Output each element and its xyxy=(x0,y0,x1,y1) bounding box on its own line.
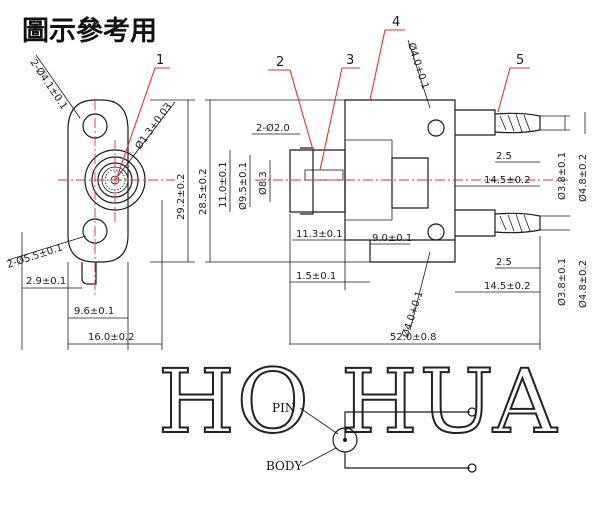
dim-25b: 2.5 xyxy=(496,257,512,268)
side-hole-top xyxy=(427,119,445,137)
leader-2 xyxy=(268,69,314,151)
dim-20: 2-Ø2.0 xyxy=(256,122,290,134)
dim-pitch-292: 29.2±0.2 xyxy=(176,173,187,220)
callout-4: 4 xyxy=(392,15,400,30)
dim-160: 16.0±0.2 xyxy=(88,332,135,343)
dim-holes-2x: 2-Ø4.1±0.1 xyxy=(28,57,70,112)
dim-48a: Ø4.8±0.2 xyxy=(577,154,589,202)
center-contact xyxy=(304,169,344,181)
leader-3 xyxy=(319,67,360,171)
pin-top-base xyxy=(455,109,496,136)
nose xyxy=(289,149,346,213)
pin-top-body xyxy=(494,112,541,134)
dim-110: 11.0±0.1 xyxy=(218,161,229,208)
page-title: 圖示參考用 xyxy=(22,15,157,47)
dim-38a: Ø3.8±0.1 xyxy=(556,152,568,200)
pin-line xyxy=(344,411,470,440)
side-hole-bottom xyxy=(427,223,445,241)
callout-5: 5 xyxy=(516,53,524,68)
dim-90: 9.0±0.1 xyxy=(372,233,412,244)
leader-pin-hole xyxy=(117,101,176,177)
schematic-symbol: PIN BODY xyxy=(266,401,477,473)
dim-29: 2.9±0.1 xyxy=(26,276,66,287)
dim-pin-hole: Ø1.3+0.03 xyxy=(133,101,175,152)
inner-cavity xyxy=(391,157,429,209)
dim-38b: Ø3.8±0.1 xyxy=(556,258,568,306)
callout-2: 2 xyxy=(276,55,284,70)
dim-145a: 14.5±0.2 xyxy=(484,175,531,186)
dim-520: 52.0±0.8 xyxy=(390,332,437,343)
leader-mount xyxy=(7,235,87,261)
dim-top-hole: Ø4.0+0.1 xyxy=(405,41,431,90)
dim-145b: 14.5±0.2 xyxy=(484,281,531,292)
dim-95: Ø9.5±0.1 xyxy=(237,162,249,210)
dim-25a: 2.5 xyxy=(496,151,512,162)
leader-5 xyxy=(497,67,530,113)
callouts: 1 2 3 4 5 xyxy=(115,15,530,181)
dim-83: Ø8.3 xyxy=(257,171,269,195)
leader-4 xyxy=(369,29,405,101)
front-view: 2-Ø4.1±0.1 Ø1.3+0.03 2-Ø5.5±0.1 29.2±0.2… xyxy=(5,54,195,350)
flange-outline xyxy=(67,99,129,263)
solder-foot xyxy=(81,262,97,285)
dim-285: 28.5±0.2 xyxy=(198,168,209,215)
leader-1 xyxy=(115,67,170,181)
housing-foot xyxy=(369,240,456,263)
dim-48b: Ø4.8±0.2 xyxy=(577,260,589,308)
leader-holes xyxy=(35,54,81,119)
pin-bot-base xyxy=(455,209,496,237)
dim-mount-2x: 2-Ø5.5±0.1 xyxy=(5,242,64,271)
dim-15: 1.5±0.1 xyxy=(296,271,336,282)
pin-terminal xyxy=(467,407,477,417)
body-line xyxy=(344,452,470,469)
dim-113: 11.3±0.1 xyxy=(296,229,343,240)
pin-label: PIN xyxy=(272,401,295,415)
callout-3: 3 xyxy=(346,53,354,68)
brand-watermark: HO HUA xyxy=(158,350,559,453)
body-terminal xyxy=(467,463,477,473)
nose-flange xyxy=(300,147,314,215)
side-view: 2-Ø2.0 28.5±0.2 11.0±0.1 Ø9.5±0.1 Ø8.3 1… xyxy=(198,39,589,350)
pin-bot-body xyxy=(494,212,541,234)
body-label: BODY xyxy=(266,459,304,473)
dim-96: 9.6±0.1 xyxy=(74,306,114,317)
callout-1: 1 xyxy=(156,53,164,68)
mount-hole-bottom xyxy=(82,218,108,244)
